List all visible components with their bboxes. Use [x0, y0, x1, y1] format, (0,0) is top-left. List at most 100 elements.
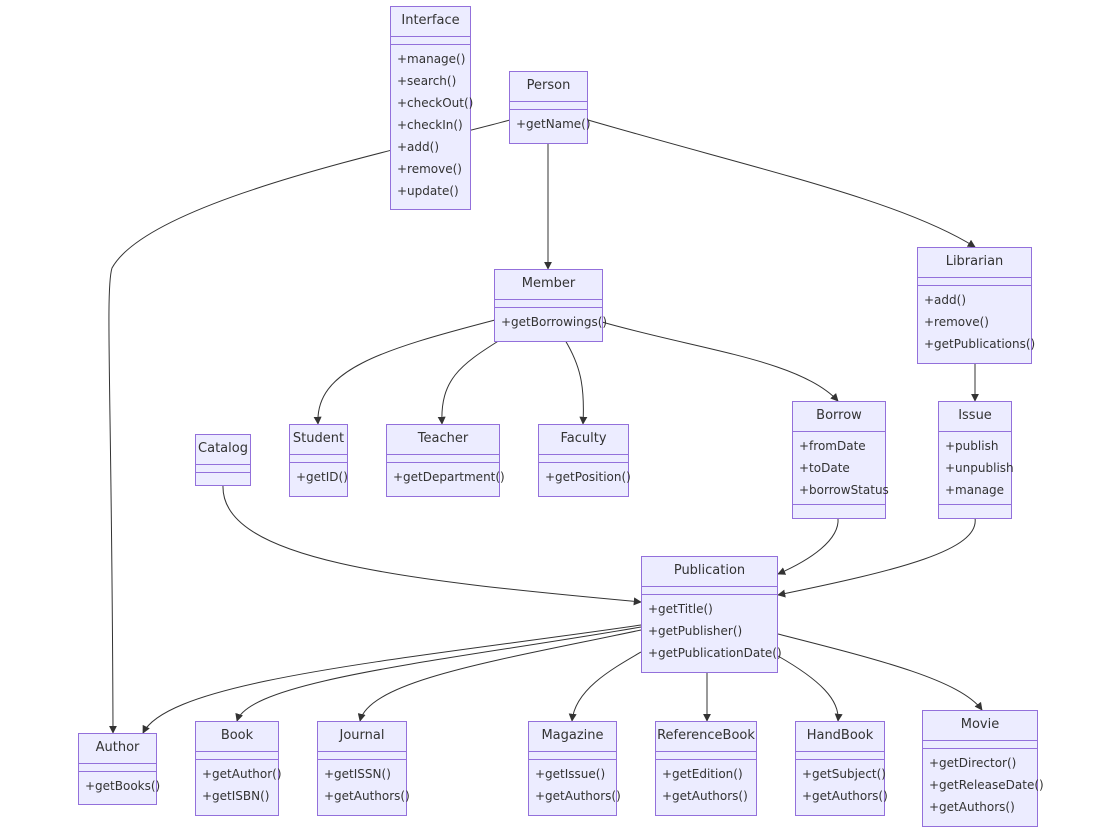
class-magazine-methods: +getIssue() +getAuthors() — [529, 760, 621, 810]
class-journal[interactable]: Journal +getISSN() +getAuthors() — [317, 721, 410, 816]
class-teacher-attributes — [387, 455, 499, 463]
class-catalog-name: Catalog — [196, 435, 250, 465]
class-journal-methods: +getISSN() +getAuthors() — [318, 760, 410, 810]
class-issue-attributes: +publish +unpublish +manage — [939, 432, 1014, 505]
class-person-name: Person — [510, 72, 587, 102]
class-author[interactable]: Author +getBooks() — [78, 733, 161, 805]
class-person-attributes — [510, 102, 587, 110]
class-referencebook-methods: +getEdition() +getAuthors() — [656, 760, 756, 810]
class-librarian[interactable]: Librarian +add() +remove() +getPublicati… — [917, 247, 1036, 364]
method: +getID() — [296, 470, 348, 484]
class-catalog-methods — [196, 473, 250, 481]
method: +manage() — [397, 52, 466, 66]
method: +getAuthors() — [662, 789, 748, 803]
class-interface-name: Interface — [391, 7, 470, 37]
class-teacher[interactable]: Teacher +getDepartment() — [386, 424, 505, 497]
class-book[interactable]: Book +getAuthor() +getISBN() — [195, 721, 282, 816]
class-borrow[interactable]: Borrow +fromDate +toDate +borrowStatus — [792, 401, 889, 519]
method: +getSubject() — [802, 767, 886, 781]
class-interface-attributes — [391, 37, 470, 45]
class-member-methods: +getBorrowings() — [495, 308, 608, 336]
class-person-methods: +getName() — [510, 110, 591, 138]
method: +getDepartment() — [393, 470, 505, 484]
method: +getISSN() — [324, 767, 391, 781]
method: +getBorrowings() — [501, 315, 608, 329]
class-movie-name: Movie — [923, 711, 1037, 741]
edge-publication-author — [142, 624, 642, 734]
method: +checkOut() — [397, 96, 474, 110]
class-issue-methods — [939, 505, 1011, 513]
class-teacher-methods: +getDepartment() — [387, 463, 505, 491]
method: +getBooks() — [85, 779, 161, 793]
class-journal-attributes — [318, 752, 406, 760]
class-handbook[interactable]: HandBook +getSubject() +getAuthors() — [795, 721, 888, 816]
class-author-name: Author — [79, 734, 156, 764]
class-catalog[interactable]: Catalog — [195, 434, 251, 486]
class-borrow-methods — [793, 505, 885, 513]
method: +getAuthors() — [929, 800, 1015, 814]
method: +update() — [397, 184, 459, 198]
edge-issue-publication — [777, 517, 976, 598]
method: +getPublicationDate() — [648, 646, 782, 660]
class-faculty[interactable]: Faculty +getPosition() — [538, 424, 631, 497]
method: +getAuthors() — [535, 789, 621, 803]
method: +getAuthor() — [202, 767, 282, 781]
class-faculty-methods: +getPosition() — [539, 463, 631, 491]
class-student[interactable]: Student +getID() — [289, 424, 348, 497]
class-librarian-methods: +add() +remove() +getPublications() — [918, 286, 1036, 358]
class-author-attributes — [79, 764, 156, 772]
method: +getPublications() — [924, 337, 1036, 351]
class-magazine-attributes — [529, 752, 616, 760]
edge-member-student — [313, 319, 496, 425]
class-referencebook-attributes — [656, 752, 756, 760]
class-librarian-name: Librarian — [918, 248, 1031, 278]
class-person[interactable]: Person +getName() — [509, 71, 591, 144]
class-teacher-name: Teacher — [387, 425, 499, 455]
class-magazine-name: Magazine — [529, 722, 616, 752]
method: +getName() — [516, 117, 591, 131]
class-student-attributes — [290, 455, 347, 463]
class-publication-methods: +getTitle() +getPublisher() +getPublicat… — [642, 595, 782, 667]
method: +search() — [397, 74, 457, 88]
edge-publication-handbook — [777, 655, 843, 722]
attribute: +fromDate — [799, 439, 866, 453]
class-borrow-attributes: +fromDate +toDate +borrowStatus — [793, 432, 889, 505]
class-librarian-attributes — [918, 278, 1031, 286]
class-handbook-name: HandBook — [796, 722, 884, 752]
class-publication[interactable]: Publication +getTitle() +getPublisher() … — [641, 556, 782, 673]
edge-publication-movie — [777, 633, 983, 711]
attribute: +toDate — [799, 461, 850, 475]
method: +checkIn() — [397, 118, 463, 132]
edge-member-teacher — [437, 339, 501, 425]
class-student-name: Student — [290, 425, 347, 455]
edge-publication-magazine — [568, 651, 642, 722]
method: +getPublisher() — [648, 624, 743, 638]
method: +add() — [924, 293, 967, 307]
method: +getReleaseDate() — [929, 778, 1044, 792]
class-handbook-attributes — [796, 752, 884, 760]
edge-person-librarian — [587, 119, 976, 248]
class-faculty-name: Faculty — [539, 425, 628, 455]
class-referencebook[interactable]: ReferenceBook +getEdition() +getAuthors(… — [655, 721, 757, 816]
class-magazine[interactable]: Magazine +getIssue() +getAuthors() — [528, 721, 621, 816]
class-author-methods: +getBooks() — [79, 772, 161, 800]
method: +remove() — [924, 315, 989, 329]
method: +getAuthors() — [324, 789, 410, 803]
class-issue[interactable]: Issue +publish +unpublish +manage — [938, 401, 1014, 519]
class-publication-attributes — [642, 587, 777, 595]
class-issue-name: Issue — [939, 402, 1011, 432]
class-member-name: Member — [495, 270, 602, 300]
method: +getIssue() — [535, 767, 606, 781]
edge-publication-journal — [357, 629, 642, 722]
method: +getISBN() — [202, 789, 270, 803]
class-interface[interactable]: Interface +manage() +search() +checkOut(… — [390, 6, 474, 210]
attribute: +borrowStatus — [799, 483, 889, 497]
method: +getPosition() — [545, 470, 631, 484]
edge-member-borrow — [601, 321, 839, 402]
class-interface-methods: +manage() +search() +checkOut() +checkIn… — [391, 45, 474, 205]
class-movie[interactable]: Movie +getDirector() +getReleaseDate() +… — [922, 710, 1044, 827]
class-member[interactable]: Member +getBorrowings() — [494, 269, 608, 342]
edge-catalog-publication — [222, 484, 642, 606]
class-journal-name: Journal — [318, 722, 406, 752]
